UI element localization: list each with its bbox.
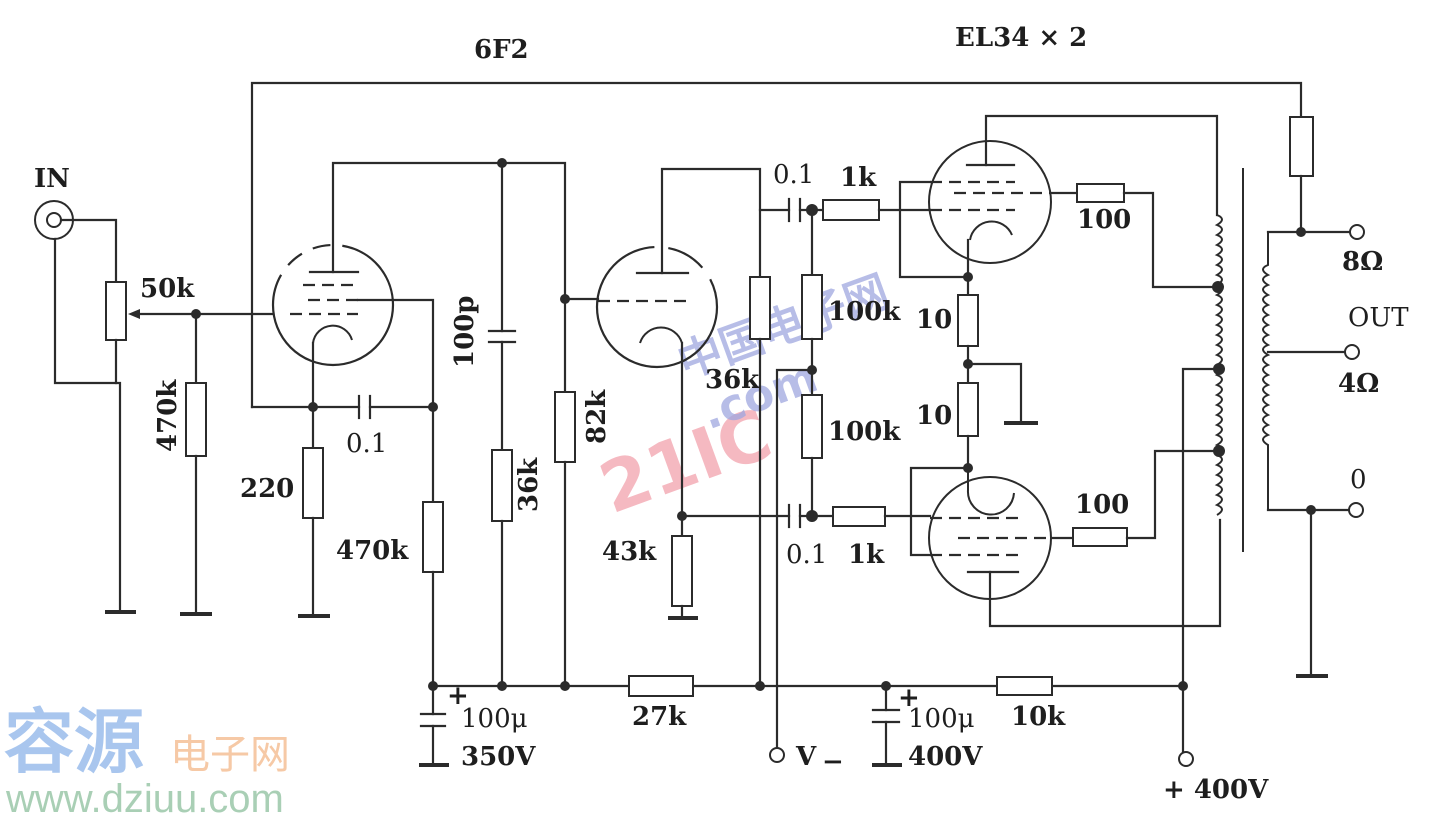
grid-stopper-top — [822, 199, 880, 221]
watermark-cn-small: 电子网 — [170, 732, 290, 778]
screen-resistor-top — [1076, 183, 1125, 203]
cathode-resistor-label: 220 — [240, 474, 294, 504]
junction-dot — [963, 272, 973, 282]
screen-bottom-to-xfmr — [1125, 449, 1221, 540]
el34-top-plate-wire — [984, 114, 1219, 217]
terminal-400v[interactable] — [1178, 751, 1194, 767]
input-label: IN — [34, 164, 70, 194]
junction-dot — [428, 402, 438, 412]
terminal-4ohm[interactable] — [1344, 344, 1360, 360]
filter-cap1-voltage: 350V — [461, 742, 536, 772]
grid-stopper-bottom-label: 1k — [848, 540, 885, 570]
stage1-load-resistor — [422, 501, 444, 573]
decouple-resistor-27k-label: 27k — [632, 702, 687, 732]
driver-tube-label: 6F2 — [474, 35, 529, 65]
splitter-cathode-resistor — [671, 535, 693, 607]
cathode-ground-wire — [966, 362, 1023, 425]
screen-resistor-bottom — [1072, 527, 1128, 547]
bias-supply-label: V — [795, 742, 817, 772]
filter-cap1-plus: + — [447, 681, 469, 711]
pot-bottom — [53, 237, 118, 385]
splitter-cathode-resistor-label: 43k — [602, 537, 657, 567]
stage1-cap-label: 0.1 — [346, 429, 387, 459]
filter-cap2-value: 100μ — [908, 704, 975, 734]
tap-4-label: 4Ω — [1338, 369, 1379, 399]
bias-resistor-top-label: 100k — [828, 297, 901, 327]
junction-dot — [1212, 281, 1224, 293]
bias-resistor-bottom — [801, 394, 823, 459]
feedback-cap-label: 100p — [450, 296, 480, 368]
el34-bottom-g1-wire — [909, 466, 970, 557]
terminal-v-minus[interactable] — [769, 747, 785, 763]
junction-dot — [755, 681, 765, 691]
el34-bottom-plate-wire — [988, 518, 1222, 628]
grid-stopper-bottom — [832, 506, 886, 527]
output-tubes-label: EL34 × 2 — [955, 23, 1087, 53]
tube-6f2-pentode — [271, 243, 395, 367]
filter-cap2-plus: + — [898, 683, 920, 713]
decouple-resistor-10k — [996, 676, 1053, 696]
cathode-resistor — [302, 447, 324, 519]
screen-top-to-xfmr — [1122, 191, 1220, 289]
output-label: OUT — [1348, 303, 1409, 333]
terminal-8ohm[interactable] — [1349, 224, 1365, 240]
splitter-grid-resistor — [554, 391, 576, 463]
cathode-resistor-top — [957, 294, 979, 347]
bias-supply-sub: − — [822, 747, 844, 777]
tube-el34-top — [928, 140, 1052, 264]
bias-resistor-top — [801, 274, 823, 340]
bias-resistor-bottom-label: 100k — [828, 417, 901, 447]
feedback-wire — [250, 81, 1303, 409]
splitter-grid-wire — [563, 297, 600, 394]
wiper-arrow-icon — [128, 309, 140, 319]
el34-top-g1-wire — [898, 180, 970, 279]
output-transformer — [1214, 168, 1271, 552]
bias-supply-wire — [775, 368, 814, 750]
splitter-plate-resistor-label: 36k — [705, 365, 760, 395]
decouple-resistor-27k — [628, 675, 694, 697]
junction-dot — [560, 681, 570, 691]
stage1-plate-wire — [331, 161, 567, 301]
cathode-resistor-bottom — [957, 382, 979, 437]
watermark-url: www.dziuu.com — [5, 777, 284, 817]
cathode-resistor-bottom-label: 10 — [916, 401, 952, 431]
terminal-0[interactable] — [1348, 502, 1364, 518]
secondary-winding — [1262, 232, 1271, 510]
junction-dot — [497, 681, 507, 691]
tap-0-label: 0 — [1350, 465, 1367, 495]
grid-leak-label: 470k — [153, 379, 183, 452]
volume-pot — [105, 281, 127, 341]
input-wire — [59, 218, 118, 284]
splitter-grid-resistor-label: 82k — [582, 389, 612, 444]
feedback-resistor — [1289, 116, 1314, 177]
splitter-plate-wire — [660, 167, 762, 279]
hv-supply-label: + 400V — [1163, 775, 1269, 805]
watermark-dziuu: 容源 电子网 www.dziuu.com — [4, 701, 290, 817]
coupling-cap-top-label: 0.1 — [773, 160, 814, 190]
decouple-resistor-10k-label: 10k — [1011, 702, 1066, 732]
screen-resistor-top-label: 100 — [1077, 205, 1131, 235]
pot-ground-wire — [114, 381, 122, 614]
screen-resistor-bottom-label: 100 — [1075, 490, 1129, 520]
volume-pot-label: 50k — [140, 274, 195, 304]
coupling-cap-bottom-label: 0.1 — [786, 540, 827, 570]
screen-resistor — [491, 449, 513, 522]
input-jack-center — [46, 212, 62, 228]
stage1-load-label: 470k — [336, 536, 409, 566]
grid-stopper-top-label: 1k — [840, 163, 877, 193]
junction-dot — [1296, 227, 1306, 237]
screen-resistor-label: 36k — [514, 457, 544, 512]
filter-cap1-value: 100μ — [461, 704, 528, 734]
tap-8-label: 8Ω — [1342, 247, 1383, 277]
splitter-plate-resistor — [749, 276, 771, 340]
center-tap-wire — [1181, 367, 1221, 688]
junction-dot — [1213, 445, 1225, 457]
grid-leak-resistor — [185, 382, 207, 457]
watermark-cn-big: 容源 — [4, 701, 144, 783]
cathode-resistor-top-label: 10 — [916, 305, 952, 335]
tube-phase-splitter-triode — [595, 245, 719, 369]
filter-cap2-voltage: 400V — [908, 742, 983, 772]
stage1-screen-wire — [356, 298, 435, 504]
